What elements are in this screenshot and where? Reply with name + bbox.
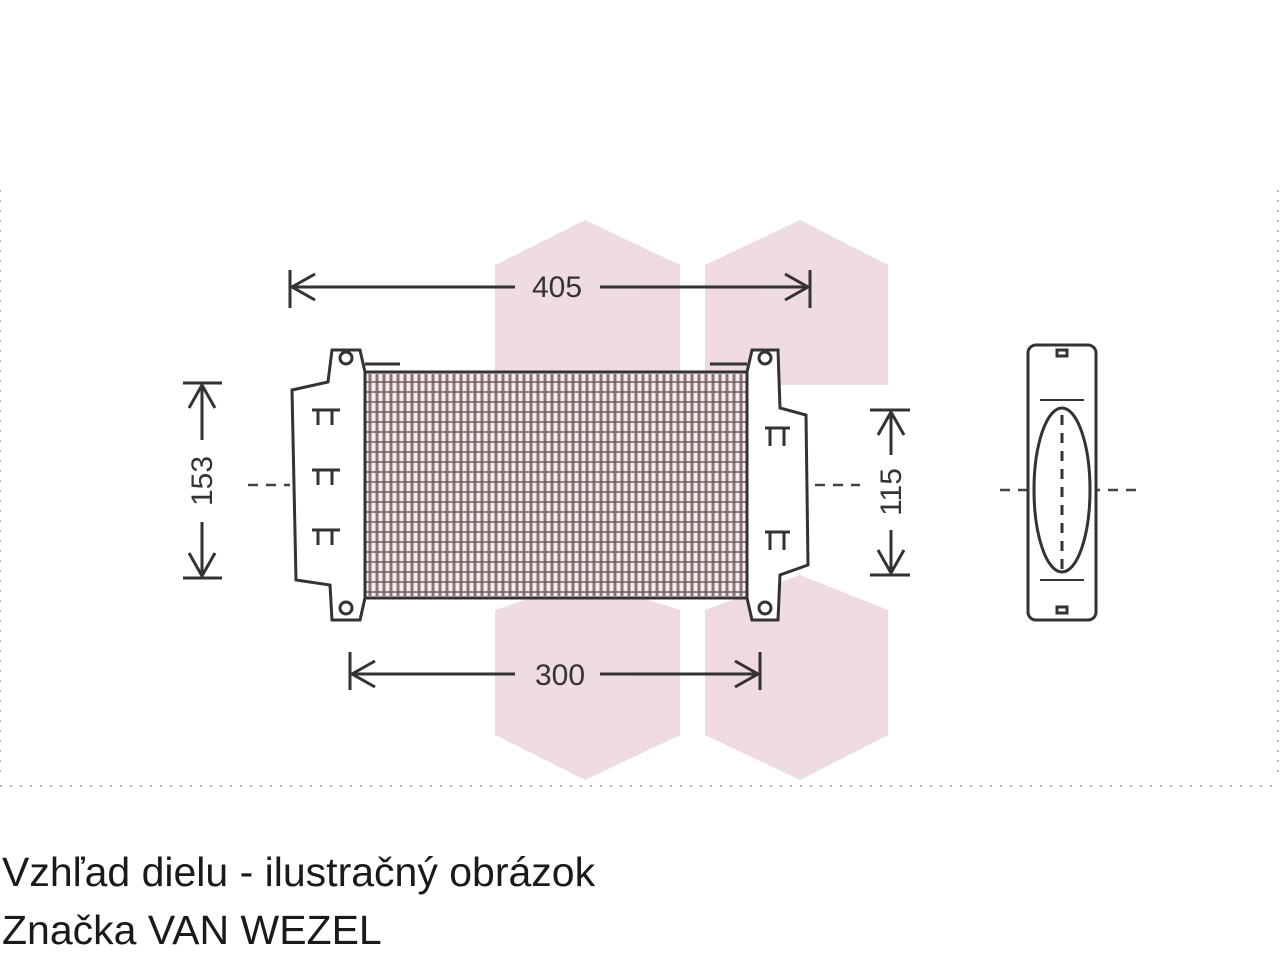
dimension-115-label: 115 [875,468,908,516]
dimension-width-bottom [348,652,762,690]
frame-dotted-border [0,190,1280,787]
technical-drawing: 405 300 153 115 [0,190,1280,787]
dimension-405-label: 405 [532,271,582,304]
intercooler-front-view [290,348,810,622]
right-end-tank [745,348,810,622]
caption-brand: Značka VAN WEZEL [2,907,382,953]
center-lines [248,483,1140,492]
left-end-tank [290,348,367,622]
dimension-width-top [288,270,812,308]
core-fins [368,374,743,596]
core-tubes [365,381,747,593]
dimension-height-left [183,381,222,580]
dimension-height-right [870,408,910,577]
caption-illustration-note: Vzhľad dielu - ilustračný obrázok [2,849,596,895]
intercooler-side-view [1026,343,1098,622]
van-wezel-logo-watermark [495,220,888,780]
dimension-300-label: 300 [535,659,585,692]
dimension-153-label: 153 [186,456,219,506]
